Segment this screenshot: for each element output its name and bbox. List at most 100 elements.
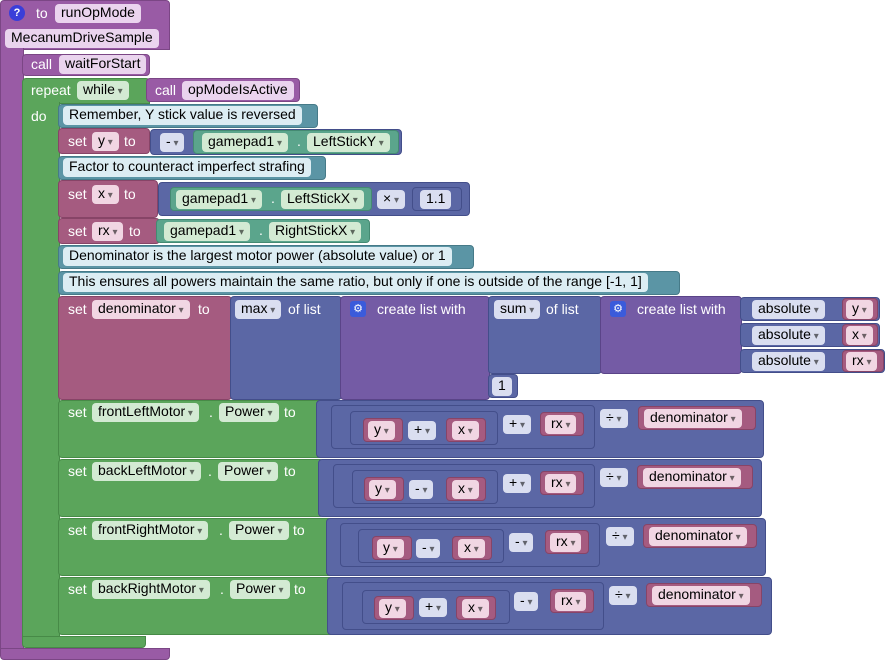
operator-dropdown[interactable]: - [514, 592, 539, 611]
motor-property-dropdown[interactable]: Power [229, 521, 289, 540]
motor-property-dropdown[interactable]: Power [219, 403, 279, 422]
repeat-label: repeat [31, 82, 71, 98]
to-label: to [36, 5, 48, 21]
var-x-dropdown[interactable]: x [452, 421, 479, 440]
class-name-field[interactable]: MecanumDriveSample [5, 29, 159, 48]
set-label: set [68, 404, 87, 420]
set-label: set [68, 301, 87, 317]
comment-text[interactable]: This ensures all powers maintain the sam… [63, 273, 648, 292]
var-denominator-dropdown[interactable]: denominator [649, 527, 747, 546]
dot-label: . [220, 581, 224, 597]
multiply-operator-dropdown[interactable]: × [377, 190, 405, 209]
operator-dropdown[interactable]: - [416, 539, 441, 558]
call-label: call [155, 82, 177, 98]
var-y-dropdown[interactable]: y [368, 421, 395, 440]
motor-property-dropdown[interactable]: Power [230, 580, 290, 599]
var-denominator-dropdown[interactable]: denominator [92, 300, 190, 319]
var-y-dropdown[interactable]: y [377, 539, 404, 558]
gamepad-dropdown[interactable]: gamepad1 [164, 222, 250, 241]
motor-dropdown[interactable]: backRightMotor [92, 580, 210, 599]
negate-operator-dropdown[interactable]: - [160, 133, 185, 152]
var-rx-dropdown[interactable]: rx [550, 533, 582, 552]
operator-dropdown[interactable]: - [509, 533, 534, 552]
absolute-function-dropdown[interactable]: absolute [752, 300, 825, 319]
operator-dropdown[interactable]: + [503, 415, 531, 434]
set-label: set [68, 522, 87, 538]
op-mode-is-active-field[interactable]: opModeIsActive [182, 81, 294, 100]
operator-dropdown[interactable]: + [503, 474, 531, 493]
motor-dropdown[interactable]: backLeftMotor [92, 462, 201, 481]
var-x-dropdown[interactable]: x [458, 539, 485, 558]
divide-operator-dropdown[interactable]: ÷ [606, 527, 634, 546]
create-list-label: create list with [377, 301, 466, 317]
of-list-label: of list [288, 301, 321, 317]
var-x-dropdown[interactable]: x [452, 480, 479, 499]
motor-dropdown[interactable]: frontLeftMotor [92, 403, 199, 422]
to-label: to [294, 581, 306, 597]
var-rx-dropdown[interactable]: rx [555, 592, 587, 611]
var-denominator-dropdown[interactable]: denominator [643, 468, 741, 487]
to-label: to [293, 522, 305, 538]
dot-label: . [209, 404, 213, 420]
to-label: to [124, 186, 136, 202]
var-x-dropdown[interactable]: x [846, 326, 873, 345]
do-label: do [31, 108, 47, 124]
var-x-dropdown[interactable]: x [92, 185, 119, 204]
to-label: to [284, 463, 296, 479]
gear-icon[interactable]: ⚙ [350, 301, 366, 317]
var-y-dropdown[interactable]: y [369, 480, 396, 499]
operator-dropdown[interactable]: + [419, 598, 447, 617]
divide-operator-dropdown[interactable]: ÷ [600, 468, 628, 487]
stick-property-dropdown[interactable]: LeftStickX [281, 190, 364, 209]
var-denominator-dropdown[interactable]: denominator [652, 586, 750, 605]
set-label: set [68, 463, 87, 479]
gear-icon[interactable]: ⚙ [610, 301, 626, 317]
to-label: to [124, 133, 136, 149]
dot-label: . [219, 522, 223, 538]
divide-operator-dropdown[interactable]: ÷ [600, 409, 628, 428]
dot-label: . [259, 222, 263, 238]
dot-label: . [297, 133, 301, 149]
var-rx-dropdown[interactable]: rx [846, 352, 878, 371]
var-y-dropdown[interactable]: y [92, 132, 119, 151]
comment-text[interactable]: Remember, Y stick value is reversed [63, 106, 302, 125]
comment-text[interactable]: Factor to counteract imperfect strafing [63, 158, 311, 177]
function-name-field[interactable]: runOpMode [55, 4, 141, 23]
motor-dropdown[interactable]: frontRightMotor [92, 521, 209, 540]
set-label: set [68, 133, 87, 149]
repeat-footer [22, 636, 146, 648]
divide-operator-dropdown[interactable]: ÷ [609, 586, 637, 605]
var-rx-dropdown[interactable]: rx [545, 415, 577, 434]
stick-property-dropdown[interactable]: LeftStickY [307, 133, 390, 152]
motor-property-dropdown[interactable]: Power [218, 462, 278, 481]
gamepad-dropdown[interactable]: gamepad1 [202, 133, 288, 152]
sum-function-dropdown[interactable]: sum [494, 300, 541, 319]
operator-dropdown[interactable]: - [409, 480, 434, 499]
comment-text[interactable]: Denominator is the largest motor power (… [63, 247, 452, 266]
loop-mode-dropdown[interactable]: while [77, 81, 129, 100]
absolute-function-dropdown[interactable]: absolute [752, 326, 825, 345]
operator-dropdown[interactable]: + [408, 421, 436, 440]
max-function-dropdown[interactable]: max [235, 300, 282, 319]
var-x-dropdown[interactable]: x [462, 599, 489, 618]
function-body-spine [0, 48, 24, 652]
number-field[interactable]: 1 [492, 377, 512, 396]
to-label: to [284, 404, 296, 420]
number-field[interactable]: 1.1 [420, 190, 452, 209]
var-denominator-dropdown[interactable]: denominator [644, 409, 742, 428]
var-rx-dropdown[interactable]: rx [545, 474, 577, 493]
gamepad-dropdown[interactable]: gamepad1 [176, 190, 262, 209]
create-list-label: create list with [637, 301, 726, 317]
of-list-label: of list [546, 301, 579, 317]
wait-for-start-field[interactable]: waitForStart [59, 55, 147, 74]
var-rx-dropdown[interactable]: rx [92, 222, 124, 241]
dot-label: . [208, 463, 212, 479]
set-label: set [68, 186, 87, 202]
stick-property-dropdown[interactable]: RightStickX [269, 222, 362, 241]
var-y-dropdown[interactable]: y [846, 300, 873, 319]
to-label: to [198, 301, 210, 317]
dot-label: . [271, 190, 275, 206]
help-icon[interactable]: ? [9, 5, 25, 21]
absolute-function-dropdown[interactable]: absolute [752, 352, 825, 371]
var-y-dropdown[interactable]: y [379, 599, 406, 618]
